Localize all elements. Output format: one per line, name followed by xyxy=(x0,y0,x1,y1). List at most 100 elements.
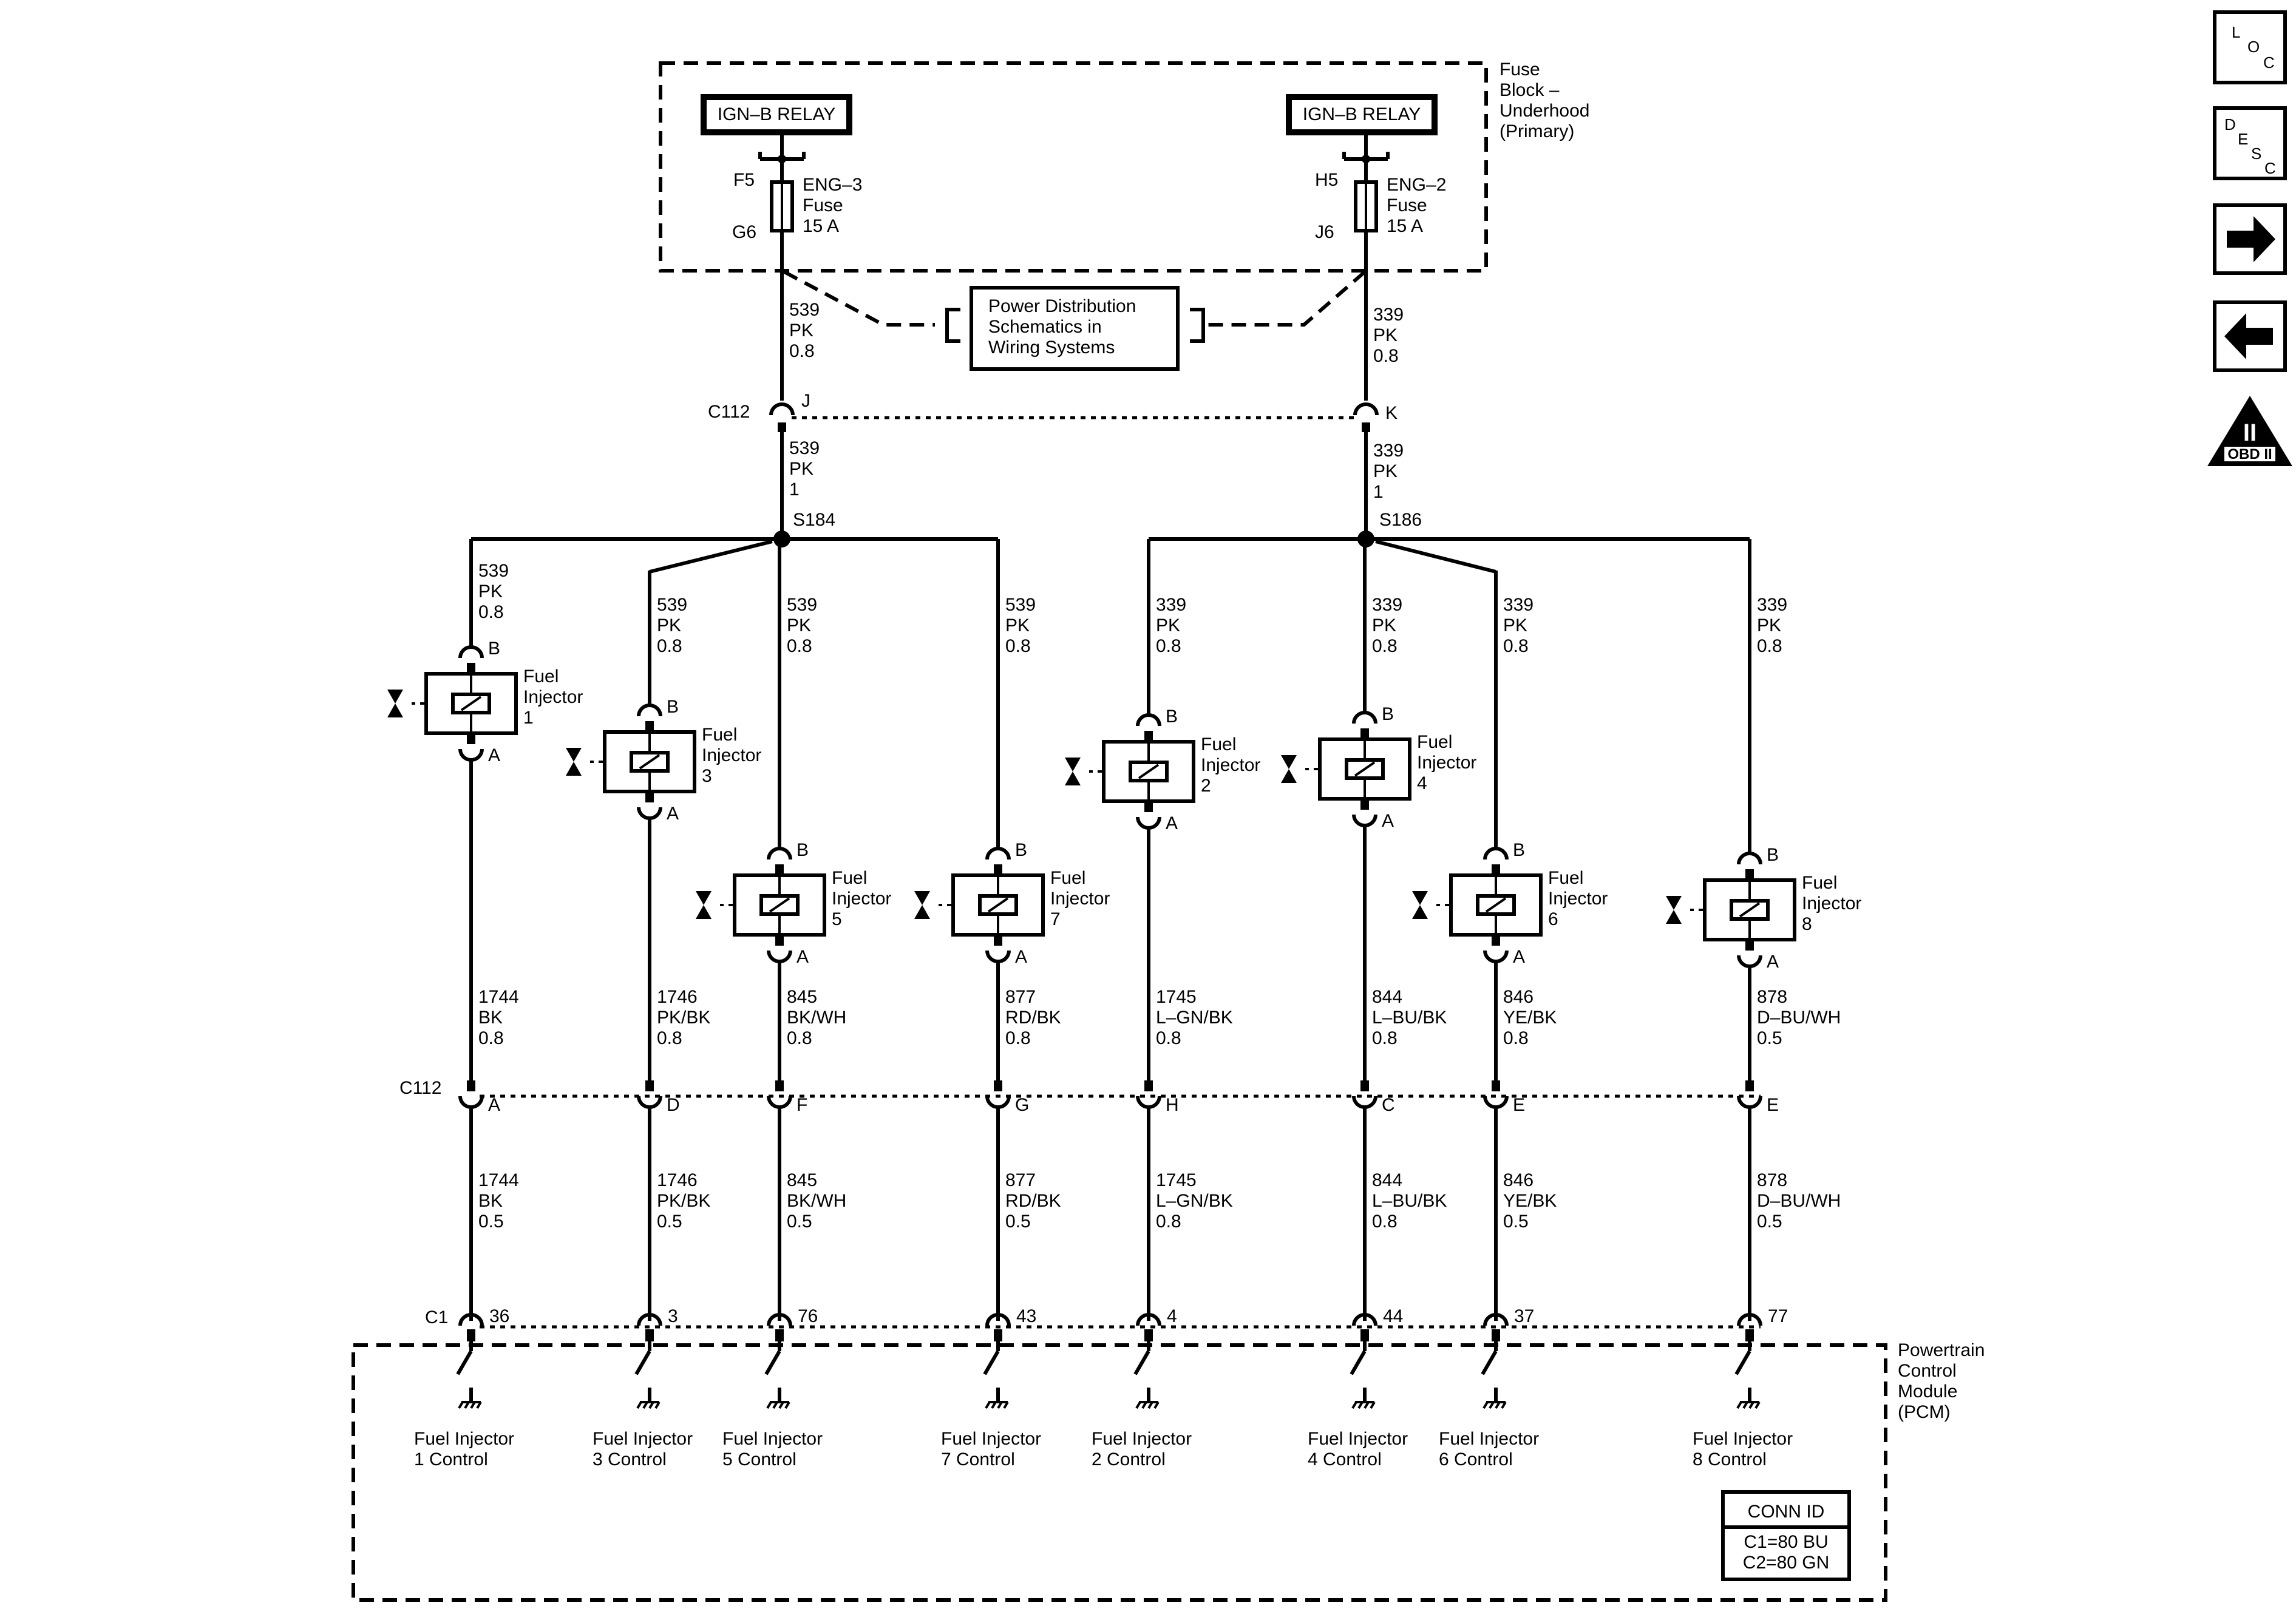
pcm-label-4: (PCM) xyxy=(1898,1402,1951,1422)
injector-5-pcm-circuit: 845 xyxy=(787,1170,817,1190)
nav-loc-button[interactable]: L O C xyxy=(2213,10,2287,84)
feed-right-upper-circuit: 339 xyxy=(1373,305,1404,325)
injector-6-pcm-circuit: 846 xyxy=(1503,1170,1533,1190)
injector-4-pin-b: B xyxy=(1382,704,1394,724)
injector-4-feed-color: PK xyxy=(1372,615,1396,636)
ground-icon xyxy=(1135,1401,1160,1409)
relay-left: IGN–B RELAY xyxy=(701,94,852,135)
fuse-left-in-pin: F5 xyxy=(733,170,755,190)
injector-2-pcm-size: 0.8 xyxy=(1156,1212,1181,1232)
c1-pin-4: 4 xyxy=(1167,1306,1177,1326)
ground-icon xyxy=(1351,1401,1376,1409)
injector-8-label-1: Fuel xyxy=(1802,873,1837,893)
injector-8-control-label-2: 8 Control xyxy=(1693,1449,1767,1470)
injector-7-pcm-size: 0.5 xyxy=(1005,1212,1031,1232)
feed-right-lower-size: 1 xyxy=(1373,482,1384,502)
ground-icon xyxy=(636,1401,661,1409)
injector-7-pcm-color: RD/BK xyxy=(1005,1191,1061,1211)
loc-icon xyxy=(2213,10,2287,84)
injector-6-out-color: YE/BK xyxy=(1503,1008,1557,1028)
injector-1-pcm-circuit: 1744 xyxy=(478,1170,519,1190)
feed-right: 339 PK 0.8 K 339 PK 1 S186 xyxy=(1357,271,1422,547)
pcm-label-1: Powertrain xyxy=(1898,1340,1985,1360)
injector-7-pin-a: A xyxy=(1015,947,1027,967)
splice-s186: S186 xyxy=(1379,510,1422,530)
injector-6-number: 6 xyxy=(1548,909,1558,929)
fuse-right-type: Fuse xyxy=(1387,195,1427,215)
c112-bottom-label: C112 xyxy=(399,1078,442,1098)
injector-2-number: 2 xyxy=(1201,776,1211,796)
conn-id-box: CONN ID C1=80 BU C2=80 GN xyxy=(1721,1490,1851,1581)
c112-pin-F-injector-5: F xyxy=(796,1095,807,1115)
injector-4-feed-size: 0.8 xyxy=(1372,636,1398,656)
injector-2-out-color: L–GN/BK xyxy=(1156,1008,1233,1028)
injector-4-pin-a: A xyxy=(1382,811,1394,831)
injector-8-pcm-circuit: 878 xyxy=(1757,1170,1787,1190)
nav-obd-ii-button[interactable]: II OBD II xyxy=(2207,396,2292,466)
injector-3-feed-size: 0.8 xyxy=(657,636,682,656)
c112-pin-E-injector-6: E xyxy=(1513,1095,1525,1115)
injector-1-valve-icon xyxy=(387,690,403,717)
ground-icon xyxy=(1736,1401,1761,1409)
ground-icon xyxy=(458,1401,482,1409)
injector-2-feed-size: 0.8 xyxy=(1156,636,1181,656)
injector-8-pcm-color: D–BU/WH xyxy=(1757,1191,1841,1211)
branch-injector-4: 339PK0.8BFuelInjector4A844L–BU/BK0.8C844… xyxy=(1281,537,1476,1470)
c1-pin-36: 36 xyxy=(489,1306,509,1326)
branch-injector-1: 539PK0.8BFuelInjector1A1744BK0.8A1744BK0… xyxy=(387,537,782,1470)
injector-1-label-1: Fuel xyxy=(523,666,559,686)
injector-7-out-color: RD/BK xyxy=(1005,1008,1061,1028)
injector-5-out-color: BK/WH xyxy=(787,1008,846,1028)
feed-left-lower-size: 1 xyxy=(789,480,800,500)
injector-4-control-label-1: Fuel Injector xyxy=(1308,1429,1408,1449)
injector-1-out-color: BK xyxy=(478,1008,503,1028)
injector-8-out-size: 0.5 xyxy=(1757,1028,1782,1048)
feed-left-upper-size: 0.8 xyxy=(789,341,815,361)
injector-2-pcm-color: L–GN/BK xyxy=(1156,1191,1233,1211)
injector-2-label-2: Injector xyxy=(1201,755,1260,775)
injector-8-pin-b: B xyxy=(1767,845,1779,865)
nav-desc-button[interactable]: D E S C xyxy=(2213,106,2287,180)
injector-1-feed-color: PK xyxy=(478,581,503,602)
nav-next-button[interactable] xyxy=(2213,203,2287,275)
injector-6-feed-circuit: 339 xyxy=(1503,595,1533,615)
injector-6-control-label-2: 6 Control xyxy=(1439,1449,1513,1470)
injector-3-pin-b: B xyxy=(667,697,679,717)
injector-5-out-size: 0.8 xyxy=(787,1028,812,1048)
c1-pin-44: 44 xyxy=(1383,1306,1403,1326)
injector-5-valve-icon xyxy=(696,891,712,919)
branch-injector-7: 539PK0.8BFuelInjector7A877RD/BK0.8G877RD… xyxy=(782,537,1110,1470)
injector-6-label-1: Fuel xyxy=(1548,868,1583,888)
injector-6-feed-color: PK xyxy=(1503,615,1527,636)
conn-id-line-2: C2=80 GN xyxy=(1743,1553,1830,1573)
injector-4-out-size: 0.8 xyxy=(1372,1028,1398,1048)
injector-5-pin-b: B xyxy=(796,840,809,860)
injector-2-valve-icon xyxy=(1065,758,1081,785)
injector-3-control-label-2: 3 Control xyxy=(593,1449,667,1470)
injector-3-control-label-1: Fuel Injector xyxy=(593,1429,693,1449)
nav-prev-button[interactable] xyxy=(2213,300,2287,372)
injector-8-pcm-size: 0.5 xyxy=(1757,1212,1782,1232)
ground-icon xyxy=(985,1401,1009,1409)
injector-6-valve-icon xyxy=(1412,891,1428,919)
c112-top-connector: C112 xyxy=(708,402,1379,432)
injector-1-feed-size: 0.8 xyxy=(478,602,504,622)
fuse-block-label-4: (Primary) xyxy=(1500,121,1574,141)
injector-4-label-2: Injector xyxy=(1417,753,1476,773)
injector-3-pcm-circuit: 1746 xyxy=(657,1170,698,1190)
relay-right-label: IGN–B RELAY xyxy=(1303,104,1421,124)
c1-pin-76: 76 xyxy=(798,1306,818,1326)
injector-4-valve-icon xyxy=(1281,755,1297,783)
branch-injector-2: 339PK0.8BFuelInjector2A1745L–GN/BK0.8H17… xyxy=(1065,537,1366,1470)
c1-pin-37: 37 xyxy=(1514,1306,1534,1326)
injector-4-pcm-size: 0.8 xyxy=(1372,1212,1398,1232)
desc-icon xyxy=(2213,106,2287,180)
injector-4-feed-circuit: 339 xyxy=(1372,595,1402,615)
injector-2-out-circuit: 1745 xyxy=(1156,987,1197,1007)
injector-3-pcm-size: 0.5 xyxy=(657,1212,682,1232)
branch-injector-8: 339PK0.8BFuelInjector8A878D–BU/WH0.5E878… xyxy=(1366,537,1861,1470)
injector-2-out-size: 0.8 xyxy=(1156,1028,1181,1048)
injector-3-feed-circuit: 539 xyxy=(657,595,687,615)
c1-pin-3: 3 xyxy=(668,1306,678,1326)
injector-7-out-size: 0.8 xyxy=(1005,1028,1031,1048)
